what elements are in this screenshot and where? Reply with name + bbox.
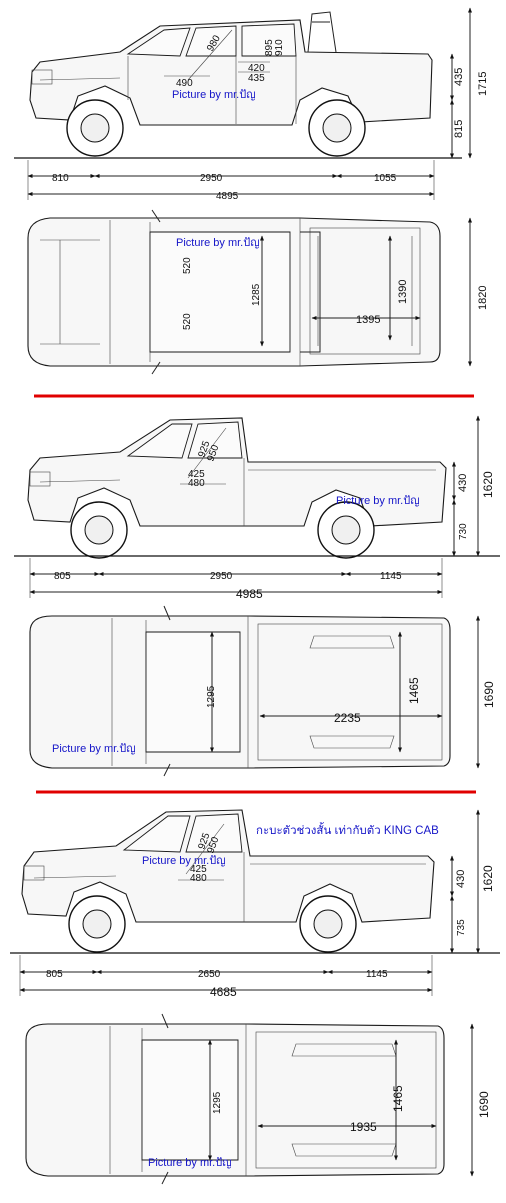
section-2-top-view: 1295 1465 2235 Picture by mr.ปัญ 1690 bbox=[29, 605, 496, 777]
s1-watermark-side: Picture by mr.ปัญ bbox=[172, 89, 256, 101]
s1-interior-2: 895 bbox=[264, 39, 275, 56]
s3-height-total: 1620 bbox=[481, 865, 495, 892]
s3-height-upper: 430 bbox=[455, 870, 467, 888]
s2-length: 4985 bbox=[236, 587, 263, 601]
s1-rear-overhang: 1055 bbox=[374, 173, 397, 184]
s2-watermark-side: Picture by mr.ปัญ bbox=[336, 495, 420, 507]
truck-1-rear-door-window bbox=[241, 23, 297, 57]
truck-1-roof-top bbox=[149, 231, 291, 353]
s1-interior-3: 910 bbox=[274, 39, 285, 56]
s1-watermark-top: Picture by mr.ปัญ bbox=[176, 237, 260, 249]
s3-interior-4: 480 bbox=[190, 873, 207, 884]
s1-height-total: 1715 bbox=[477, 72, 489, 96]
s3-length: 4685 bbox=[210, 985, 237, 999]
truck-3-body-side bbox=[21, 809, 435, 923]
s3-wheelbase: 2650 bbox=[198, 969, 221, 980]
s1-wheelbase: 2950 bbox=[200, 173, 223, 184]
truck-2-door-window bbox=[187, 421, 243, 459]
s2-interior-4: 480 bbox=[188, 478, 205, 489]
s1-seat-rear: 520 bbox=[182, 313, 193, 330]
s3-interior-3: 425 bbox=[190, 864, 207, 875]
s3-bed-width: 1465 bbox=[391, 1085, 405, 1112]
s2-cabin-width: 1295 bbox=[206, 685, 217, 708]
s2-front-overhang: 805 bbox=[54, 571, 71, 582]
s2-wheelbase: 2950 bbox=[210, 571, 233, 582]
s3-width: 1690 bbox=[477, 1091, 491, 1118]
s3-rear-overhang: 1145 bbox=[366, 969, 388, 980]
section-1-side-view: 980 895 910 490 420 435 Picture by mr.ปั… bbox=[14, 7, 489, 202]
s2-width: 1690 bbox=[482, 681, 496, 708]
s3-cabin-width: 1295 bbox=[212, 1091, 223, 1114]
s2-height-lower: 730 bbox=[458, 523, 469, 540]
truck-3-windshield bbox=[122, 815, 191, 853]
s1-front-overhang: 810 bbox=[52, 173, 69, 184]
truck-1-front-door-window bbox=[185, 25, 237, 57]
s3-watermark-side: Picture by mr.ปัญ bbox=[142, 855, 226, 867]
s2-rear-overhang: 1145 bbox=[380, 571, 402, 582]
s2-bed-width: 1465 bbox=[407, 677, 421, 704]
s1-bed-width: 1390 bbox=[397, 280, 409, 304]
s2-height-upper: 430 bbox=[457, 474, 469, 492]
s2-bed-length: 2235 bbox=[334, 711, 361, 725]
s1-interior-5: 420 bbox=[248, 63, 265, 74]
s1-width: 1820 bbox=[477, 286, 489, 310]
truck-2-body-side bbox=[27, 417, 447, 527]
s1-interior-6: 435 bbox=[248, 73, 265, 84]
section-3-top-view: 1295 1465 1935 Picture by mr.ปัญ 1690 bbox=[25, 1013, 491, 1185]
s3-watermark-top: Picture by mr.ปัญ bbox=[148, 1157, 232, 1169]
truck-1-rollbar bbox=[307, 11, 337, 53]
s3-height-lower: 735 bbox=[456, 919, 467, 936]
truck-1-windshield bbox=[126, 27, 191, 57]
s3-front-overhang: 805 bbox=[46, 969, 63, 980]
truck-2-windshield bbox=[126, 423, 193, 459]
section-3-side-view: กะบะตัวช่วงสั้น เท่ากับตัว KING CAB Pict… bbox=[10, 809, 500, 999]
s2-interior-3: 425 bbox=[188, 469, 205, 480]
section-2-side-view: 925 950 425 480 Picture by mr.ปัญ 805 29… bbox=[14, 415, 500, 601]
s3-bed-length: 1935 bbox=[350, 1120, 377, 1134]
s1-interior-4: 490 bbox=[176, 78, 193, 89]
section-1-top-view: Picture by mr.ปัญ 520 520 1285 1390 1395… bbox=[27, 209, 489, 375]
truck-2-roof-top bbox=[145, 631, 241, 753]
s2-watermark-top: Picture by mr.ปัญ bbox=[52, 743, 136, 755]
s1-length: 4895 bbox=[216, 191, 239, 202]
s1-cabin-width: 1285 bbox=[251, 283, 262, 306]
s1-bed-length: 1395 bbox=[356, 314, 380, 326]
s1-height-lower: 815 bbox=[453, 120, 465, 138]
s1-height-upper: 435 bbox=[453, 68, 465, 86]
s1-seat-front: 520 bbox=[182, 257, 193, 274]
truck-3-door-window bbox=[185, 813, 243, 853]
truck-3-roof-top bbox=[141, 1039, 239, 1161]
truck-1-body-side bbox=[29, 19, 433, 126]
s2-height-total: 1620 bbox=[481, 471, 495, 498]
s3-caption: กะบะตัวช่วงสั้น เท่ากับตัว KING CAB bbox=[256, 822, 439, 837]
